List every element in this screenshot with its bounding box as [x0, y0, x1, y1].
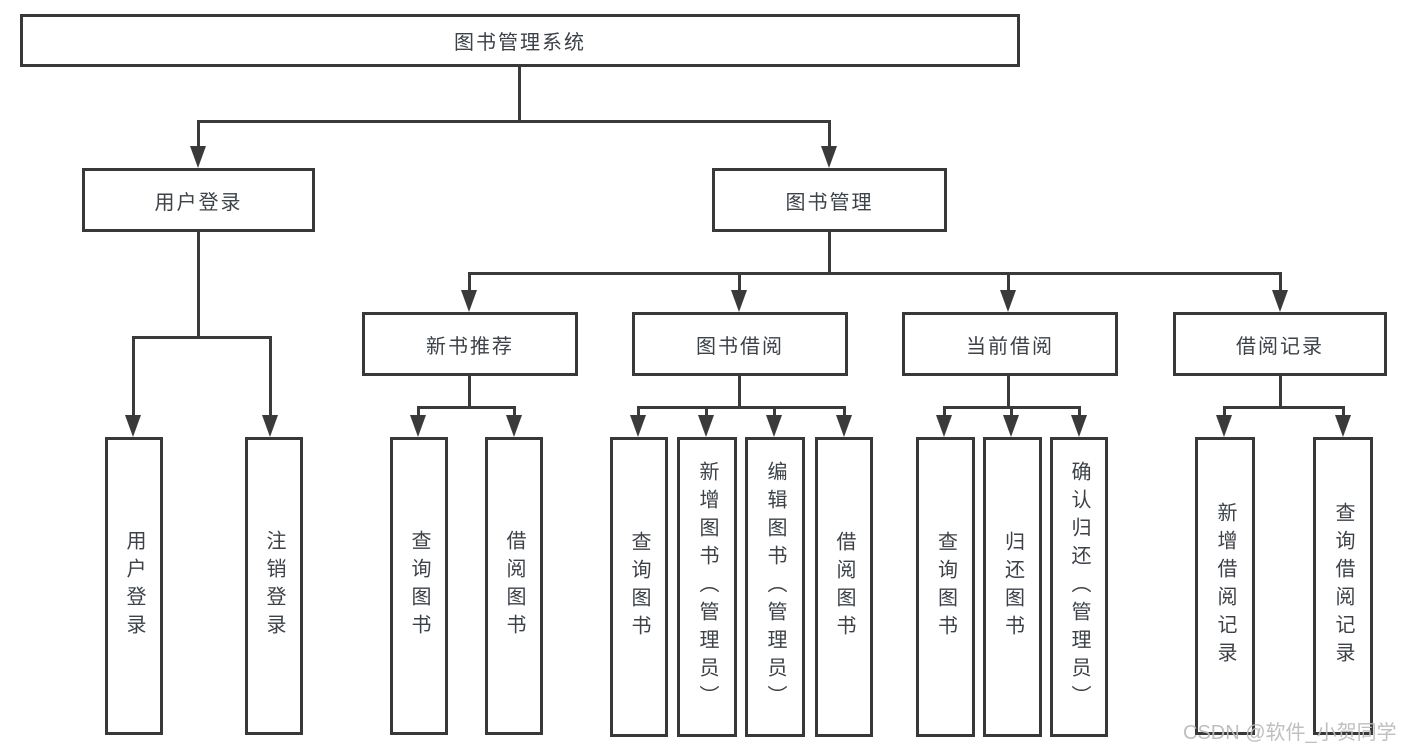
connector-line	[738, 376, 741, 406]
node-borrowing-records-label: 借阅记录	[1236, 335, 1324, 358]
node-bb-query-books: 查询图书	[610, 437, 668, 737]
node-nbr-borrow-books: 借阅图书	[485, 437, 543, 735]
node-bb-add-books-label: 新增图书（管理员）	[696, 461, 718, 713]
arrow-down-icon	[630, 415, 646, 437]
node-nbr-query-books: 查询图书	[390, 437, 448, 735]
node-new-book-recommend-label: 新书推荐	[426, 335, 514, 358]
connector-line	[468, 376, 471, 406]
connector-line	[828, 120, 831, 150]
node-user-login: 用户登录	[82, 168, 315, 232]
connector-line	[468, 272, 1282, 275]
connector-line	[197, 120, 200, 150]
node-book-borrowing: 图书借阅	[632, 312, 848, 376]
arrow-down-icon	[1216, 415, 1232, 437]
connector-line	[1279, 272, 1282, 292]
node-cb-query-books: 查询图书	[916, 437, 975, 737]
arrow-down-icon	[1003, 415, 1019, 437]
arrow-down-icon	[190, 146, 206, 168]
arrow-down-icon	[731, 290, 747, 312]
connector-line	[417, 406, 516, 409]
connector-line	[773, 406, 776, 418]
connector-line	[132, 336, 135, 416]
node-user-login-action-label: 用户登录	[123, 530, 145, 642]
node-cb-confirm-return: 确认归还（管理员）	[1050, 437, 1108, 737]
node-current-borrowing: 当前借阅	[902, 312, 1118, 376]
node-nbr-borrow-books-label: 借阅图书	[503, 530, 525, 642]
connector-line	[1010, 406, 1013, 418]
node-user-login-label: 用户登录	[154, 191, 243, 214]
arrow-down-icon	[836, 415, 852, 437]
connector-line	[1223, 406, 1345, 409]
node-bb-add-books: 新增图书（管理员）	[677, 437, 737, 737]
csdn-watermark: CSDN @软件_小贺同学	[1183, 722, 1397, 744]
node-cb-return-books: 归还图书	[983, 437, 1042, 737]
connector-line	[943, 406, 946, 418]
connector-line	[1223, 406, 1226, 418]
node-borrowing-records: 借阅记录	[1173, 312, 1387, 376]
connector-line	[1342, 406, 1345, 418]
node-bb-edit-books-label: 编辑图书（管理员）	[764, 461, 786, 713]
arrow-down-icon	[1272, 290, 1288, 312]
arrow-down-icon	[262, 415, 278, 437]
node-br-query-record: 查询借阅记录	[1313, 437, 1373, 735]
arrow-down-icon	[1071, 415, 1087, 437]
node-nbr-query-books-label: 查询图书	[408, 530, 430, 642]
arrow-down-icon	[461, 290, 477, 312]
node-logout-action: 注销登录	[245, 437, 303, 735]
connector-line	[518, 67, 521, 120]
connector-line	[417, 406, 420, 418]
node-logout-action-label: 注销登录	[263, 530, 285, 642]
node-br-add-record: 新增借阅记录	[1195, 437, 1255, 735]
node-cb-return-books-label: 归还图书	[1001, 531, 1024, 643]
node-book-management-label: 图书管理	[785, 191, 874, 214]
node-br-add-record-label: 新增借阅记录	[1214, 502, 1236, 670]
connector-line	[468, 272, 471, 292]
node-bb-query-books-label: 查询图书	[628, 531, 650, 643]
connector-line	[843, 406, 846, 418]
node-cb-confirm-return-label: 确认归还（管理员）	[1068, 461, 1090, 713]
arrow-down-icon	[821, 146, 837, 168]
connector-line	[269, 336, 272, 416]
node-br-query-record-label: 查询借阅记录	[1332, 502, 1354, 670]
node-bb-borrow-books-label: 借阅图书	[833, 531, 855, 643]
connector-line	[828, 232, 831, 272]
connector-line	[1078, 406, 1081, 418]
node-bb-borrow-books: 借阅图书	[815, 437, 873, 737]
arrow-down-icon	[506, 415, 522, 437]
connector-line	[513, 406, 516, 418]
node-current-borrowing-label: 当前借阅	[966, 335, 1054, 358]
node-new-book-recommend: 新书推荐	[362, 312, 578, 376]
connector-line	[738, 272, 741, 292]
connector-line	[637, 406, 846, 409]
arrow-down-icon	[410, 415, 426, 437]
connector-line	[132, 336, 272, 339]
arrow-down-icon	[698, 415, 714, 437]
arrow-down-icon	[125, 415, 141, 437]
node-user-login-action: 用户登录	[105, 437, 163, 735]
node-cb-query-books-label: 查询图书	[934, 531, 957, 643]
connector-line	[705, 406, 708, 418]
node-book-management: 图书管理	[712, 168, 947, 232]
node-bb-edit-books: 编辑图书（管理员）	[745, 437, 805, 737]
node-book-borrowing-label: 图书借阅	[696, 335, 784, 358]
connector-line	[1007, 376, 1010, 406]
node-root-label: 图书管理系统	[454, 32, 586, 54]
arrow-down-icon	[1335, 415, 1351, 437]
arrow-down-icon	[766, 415, 782, 437]
connector-line	[637, 406, 640, 418]
arrow-down-icon	[936, 415, 952, 437]
connector-line	[1007, 272, 1010, 292]
node-root: 图书管理系统	[20, 14, 1020, 67]
connector-line	[197, 232, 200, 336]
connector-line	[197, 120, 831, 123]
connector-line	[1279, 376, 1282, 406]
arrow-down-icon	[1000, 290, 1016, 312]
